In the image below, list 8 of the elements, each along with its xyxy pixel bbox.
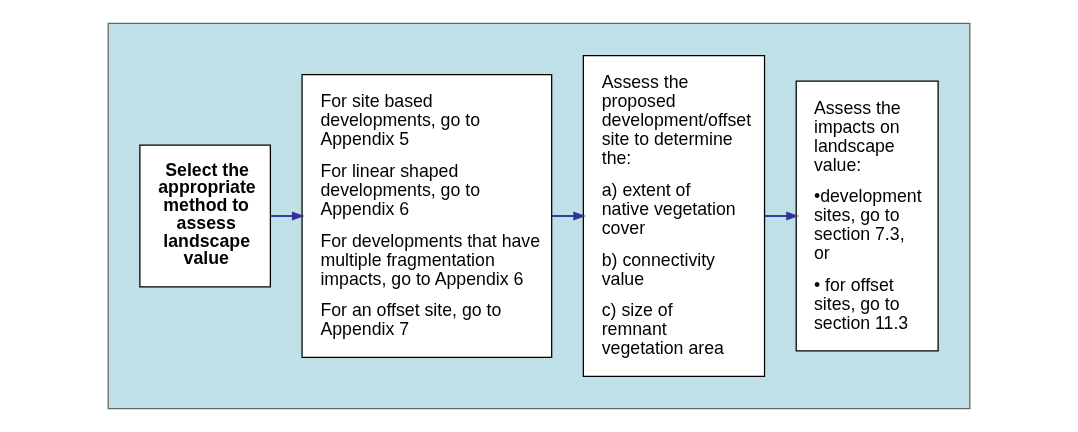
node-box: Assess the proposed development/offset site to determine the: a) extent of native vegetation cover b) connectivity value c) size of remnant vegetation area xyxy=(582,55,766,377)
node-box: For site based developments, go to Appendix 5 For linear shaped developments, go to Appendix 6 For developments that have multiple fragmentation impacts, go to Appendix 6 For an offset site, go to Appendix 7 xyxy=(301,74,553,358)
arrow xyxy=(764,211,799,221)
arrow xyxy=(550,211,586,221)
cluster xyxy=(107,22,971,410)
arrow xyxy=(269,211,305,221)
node-box: Assess the impacts on landscape value: •development sites, go to section 7.3, or • for offset sites, go to section 11.3 xyxy=(795,80,939,352)
node-box: Select the appropriate method to assess landscape value xyxy=(139,144,272,288)
